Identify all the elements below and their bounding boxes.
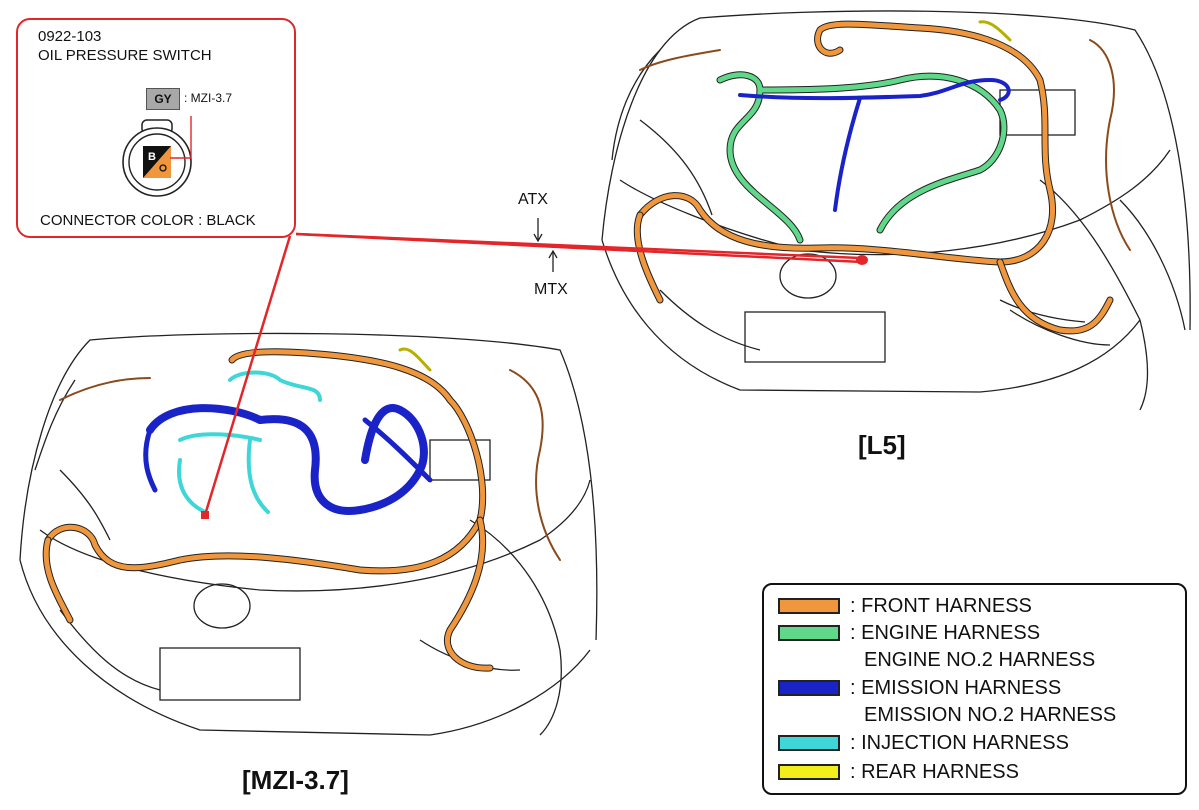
connector-name: OIL PRESSURE SWITCH (38, 47, 212, 64)
arrow-markers (533, 218, 558, 272)
legend-swatch (778, 735, 840, 751)
connector-code: 0922-103 (38, 28, 102, 45)
variant-label-l5: [L5] (858, 430, 906, 460)
callout-atx: ATX (518, 191, 548, 208)
harness-l5 (633, 20, 1131, 335)
legend-label: : ENGINE HARNESS (850, 622, 1041, 644)
car-mzi (19, 332, 598, 736)
pin-letter: B (148, 151, 156, 163)
pin-color-box: GY (146, 88, 180, 110)
legend-swatch (778, 598, 840, 614)
connector-face-icon: B (122, 116, 192, 197)
legend-label: : FRONT HARNESS (850, 595, 1032, 617)
legend-label: : REAR HARNESS (850, 761, 1019, 783)
harness-legend: : FRONT HARNESS : ENGINE HARNESS ENGINE … (762, 583, 1187, 795)
connector-info-box: 0922-103 OIL PRESSURE SWITCH GY : MZI-3.… (16, 18, 296, 238)
oil-pressure-switch-marker-l5 (856, 255, 868, 265)
callout-line-mtx (295, 232, 863, 264)
legend-swatch (778, 625, 840, 641)
legend-swatch (778, 764, 840, 780)
legend-swatch (778, 680, 840, 696)
legend-sublabel-engine: ENGINE NO.2 HARNESS (864, 649, 1096, 671)
variant-label-mzi: [MZI-3.7] (242, 765, 349, 795)
callout-mtx: MTX (534, 281, 568, 298)
car-l5 (601, 10, 1191, 411)
connector-color: CONNECTOR COLOR : BLACK (40, 212, 256, 229)
legend-label: : INJECTION HARNESS (850, 732, 1069, 754)
pin-label: : MZI-3.7 (184, 91, 233, 105)
legend-sublabel-emission: EMISSION NO.2 HARNESS (864, 704, 1117, 726)
callout-lines (203, 232, 863, 516)
harness-mzi (42, 347, 561, 672)
callout-line-mzi (203, 235, 292, 516)
legend-label: : EMISSION HARNESS (850, 677, 1062, 699)
